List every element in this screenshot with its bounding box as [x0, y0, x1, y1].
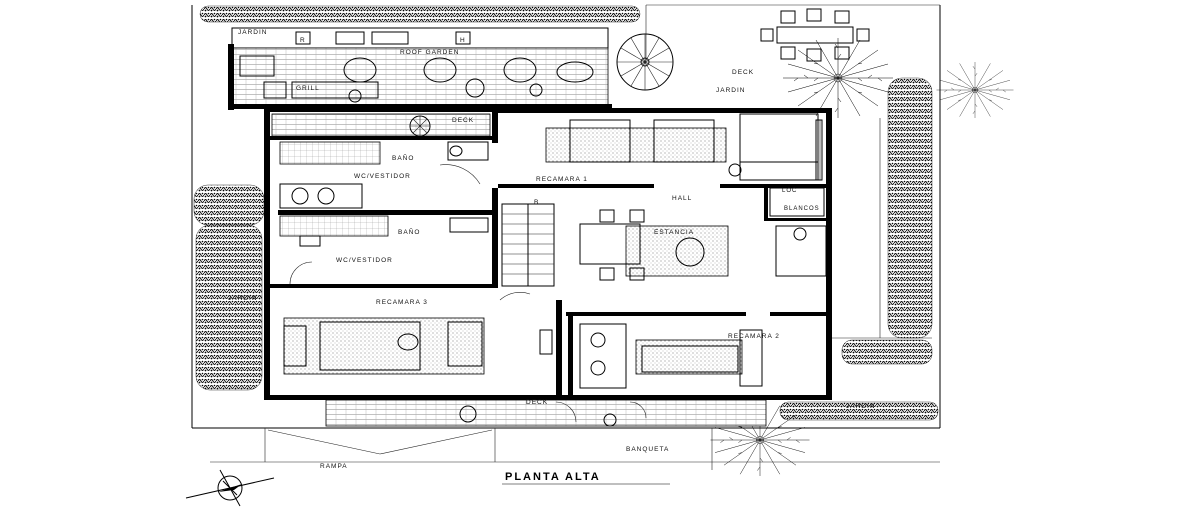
- label-jardin-left: JARDIN: [228, 295, 257, 302]
- label-jardin-bottom-right: JARDIN: [846, 403, 875, 410]
- label-banqueta: BANQUETA: [626, 446, 669, 453]
- label-grill: GRILL: [296, 85, 320, 92]
- label-deck-upper: DECK: [452, 117, 474, 124]
- label-deck-bottom: DECK: [526, 399, 548, 406]
- label-rampa: RAMPA: [320, 463, 348, 470]
- label-bano-1: BAÑO: [392, 153, 414, 162]
- bathroom-2: [279, 215, 489, 285]
- roof-garden: [228, 27, 612, 110]
- spiral-stair: [616, 33, 674, 91]
- recamara-3-furniture: [283, 292, 553, 375]
- label-estancia: ESTANCIA: [654, 229, 694, 236]
- label-vestidor-2: WC/VESTIDOR: [336, 257, 393, 264]
- label-blancos: BLANCOS: [784, 206, 820, 212]
- upper-deck: [271, 113, 491, 137]
- tree-far-right: [936, 61, 1014, 119]
- property-lines: [191, 4, 941, 470]
- recamara-1-furniture: [545, 113, 823, 181]
- label-jardin-right: JARDIN: [716, 87, 745, 94]
- label-wc-cabinet: LOC: [782, 188, 797, 194]
- label-deck-top-right: DECK: [732, 69, 754, 76]
- building-walls: [264, 108, 832, 400]
- hedge-right: [841, 77, 933, 365]
- main-stair: [501, 203, 555, 287]
- label-jardin-top: JARDIN: [238, 29, 267, 36]
- label-recamara-1: RECAMARA 1: [536, 176, 588, 183]
- label-vestidor-1: WC/VESTIDOR: [354, 173, 411, 180]
- label-hall: HALL: [672, 195, 692, 202]
- label-stair-b: B: [534, 199, 539, 206]
- label-recamara-2: RECAMARA 2: [728, 333, 780, 340]
- label-recamara-3: RECAMARA 3: [376, 299, 428, 306]
- estancia-furniture: [579, 209, 827, 281]
- hedge-bottom-right: [779, 401, 939, 421]
- bathroom-1: [279, 141, 489, 209]
- ramp-area: [267, 429, 493, 455]
- label-stair-h: H: [460, 37, 466, 44]
- linen-closet: [769, 187, 825, 217]
- hedge-top: [199, 5, 641, 23]
- hedge-left: [193, 184, 265, 391]
- label-roof-garden: ROOF GARDEN: [400, 49, 459, 56]
- dining-set-deck: [760, 8, 870, 62]
- label-stair-r: R: [300, 37, 306, 44]
- page-title: PLANTA ALTA: [505, 471, 601, 483]
- north-arrow-icon: [185, 469, 275, 507]
- recamara-2-furniture: [579, 323, 763, 389]
- label-bano-2: BAÑO: [398, 227, 420, 236]
- tree-top-right: [783, 38, 893, 118]
- bottom-deck: [325, 399, 767, 427]
